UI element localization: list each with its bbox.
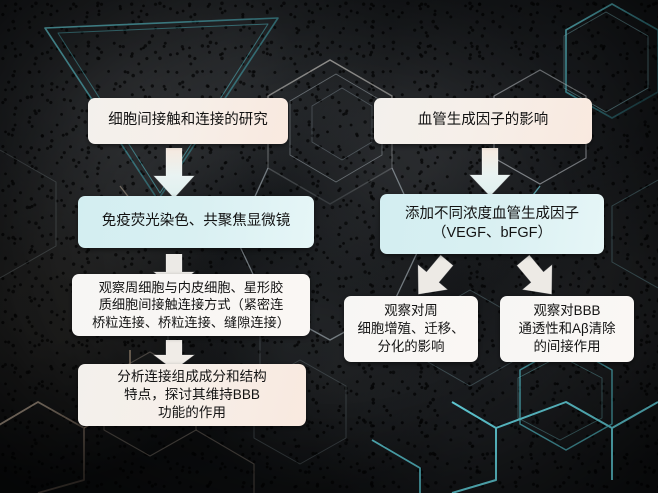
arrow-left-3 bbox=[152, 340, 196, 371]
right-branch-title[interactable]: 血管生成因子的影响 bbox=[374, 98, 592, 144]
arrow-left-1 bbox=[153, 148, 195, 199]
left-step-2[interactable]: 观察周细胞与内皮细胞、星形胶 质细胞间接触连接方式（紧密连 桥粒连接、桥粒连接、… bbox=[72, 274, 310, 336]
left-step-3[interactable]: 分析连接组成成分和结构 特点，探讨其维持BBB 功能的作用 bbox=[78, 364, 306, 426]
left-branch-title[interactable]: 细胞间接触和连接的研究 bbox=[88, 98, 288, 144]
arrow-right-2 bbox=[417, 254, 454, 295]
right-outcome-1[interactable]: 观察对周 细胞增殖、迁移、 分化的影响 bbox=[344, 296, 478, 362]
right-outcome-2[interactable]: 观察对BBB 通透性和Aβ清除 的间接作用 bbox=[500, 296, 634, 362]
right-step-1[interactable]: 添加不同浓度血管生成因子 （VEGF、bFGF） bbox=[380, 194, 604, 254]
left-step-1[interactable]: 免疫荧光染色、共聚焦显微镜 bbox=[78, 196, 314, 248]
arrow-right-1 bbox=[469, 148, 511, 197]
arrow-right-3 bbox=[516, 254, 553, 295]
